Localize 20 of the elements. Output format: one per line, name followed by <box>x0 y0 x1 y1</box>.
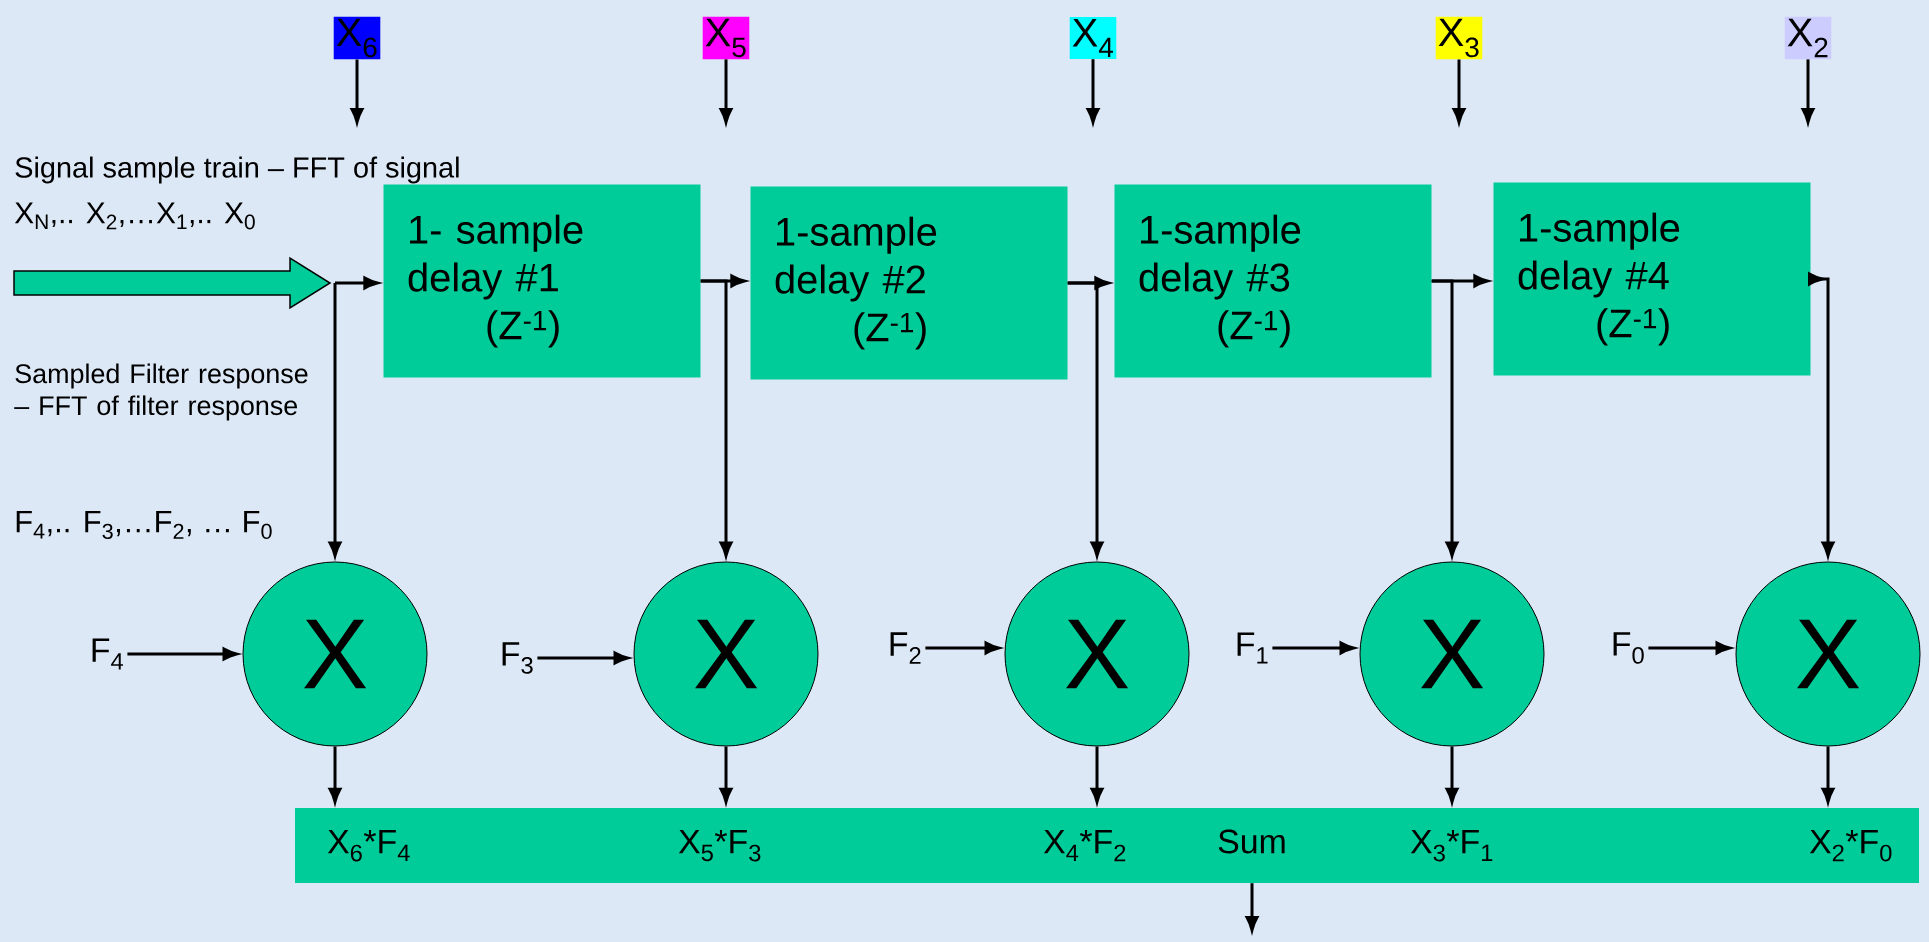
caption-text: Signal sample train – FFT of signal <box>15 156 459 184</box>
index-tag: X$_{6}$ <box>333 16 381 60</box>
sequence-text: F$_{4}$,.. F$_{3}$,…F$_{2}$, … F$_{0}$ <box>16 511 272 539</box>
delay-box: 1-sample delay #2 (Z$^{-1}$) <box>750 186 1068 380</box>
index-tag: X$_{2}$ <box>1784 16 1832 60</box>
index-tag: X$_{3}$ <box>1435 16 1483 60</box>
coefficient-label: F$_{3}$ <box>502 642 533 674</box>
coefficient-label: F$_{4}$ <box>92 638 123 670</box>
index-tag: X$_{4}$ <box>1069 16 1117 60</box>
delay-box: 1- sample delay #1 (Z$^{-1}$) <box>383 184 701 378</box>
coefficient-label: F$_{1}$ <box>1237 632 1268 664</box>
coefficient-label: F$_{0}$ <box>1613 632 1644 664</box>
caption-text: Sampled Filter response – FFT of filter response <box>14 363 308 421</box>
delay-box: 1-sample delay #3 (Z$^{-1}$) <box>1114 184 1432 378</box>
sum-bar: X$_{6}$*F$_{4}$ X$_{5}$*F$_{3}$ X$_{4}$*F$_{2}$ Sum X$_{3}$*F$_{1}$ X$_{2}$*F$_{0}$ <box>295 808 1919 883</box>
index-tag: X$_{5}$ <box>702 16 750 60</box>
sequence-text: X$_{N}$,.. X$_{2}$,…X$_{1}$,.. X$_{0}$ <box>14 202 255 230</box>
coefficient-label: F$_{2}$ <box>890 632 921 664</box>
delay-box: 1-sample delay #4 (Z$^{-1}$) <box>1493 182 1811 376</box>
arrow <box>1808 272 1824 286</box>
